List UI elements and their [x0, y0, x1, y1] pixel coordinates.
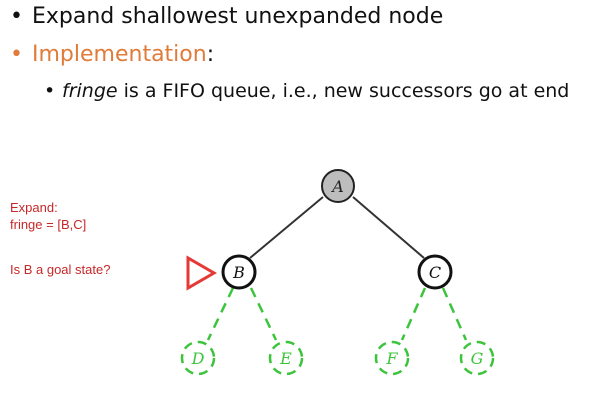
node-c-label: C: [429, 263, 441, 282]
node-d-circle: [180, 340, 216, 376]
node-g-circle: [459, 340, 495, 376]
bullet-text: Expand shallowest unexpanded node: [32, 4, 444, 29]
node-c-circle: [417, 254, 453, 290]
edge-a-b: [249, 196, 324, 259]
node-f: F: [374, 340, 410, 376]
fringe-italic: fringe: [62, 80, 118, 102]
node-a-circle: [321, 169, 355, 203]
node-g-label: G: [471, 349, 484, 368]
node-e: E: [268, 340, 304, 376]
current-node-pointer-icon: [186, 255, 218, 291]
node-a-label: A: [330, 177, 344, 196]
edge-a-c: [352, 196, 425, 259]
fringe-description: is a FIFO queue, i.e., new successors go…: [117, 80, 570, 102]
fringe-state-label: fringe = [B,C]: [10, 217, 87, 232]
sub-bullet-fringe: • fringe is a FIFO queue, i.e., new succe…: [44, 80, 569, 102]
node-f-label: F: [385, 349, 398, 368]
expand-label: Expand:: [10, 200, 58, 215]
node-b-label: B: [232, 263, 245, 282]
node-d: D: [180, 340, 216, 376]
implementation-heading: Implementation: [32, 42, 207, 67]
bullet-implementation: • Implementation:: [10, 42, 214, 67]
bullet-dot: •: [44, 80, 56, 102]
node-d-label: D: [191, 349, 205, 368]
node-b: B: [221, 254, 257, 290]
bullet-dot: •: [10, 42, 23, 67]
node-c: C: [417, 254, 453, 290]
goal-question-label: Is B a goal state?: [10, 262, 111, 277]
edge-b-e: [249, 287, 278, 341]
edge-c-g: [441, 287, 468, 341]
implementation-colon: :: [206, 42, 215, 67]
node-b-circle: [221, 254, 257, 290]
edge-c-f: [400, 287, 427, 341]
node-a: A: [321, 169, 355, 203]
edge-b-d: [206, 287, 235, 341]
bullet-expand-shallowest: • Expand shallowest unexpanded node: [10, 4, 443, 29]
bullet-dot: •: [10, 4, 23, 29]
node-e-circle: [268, 340, 304, 376]
node-g: G: [459, 340, 495, 376]
node-e-label: E: [279, 349, 292, 368]
node-f-circle: [374, 340, 410, 376]
